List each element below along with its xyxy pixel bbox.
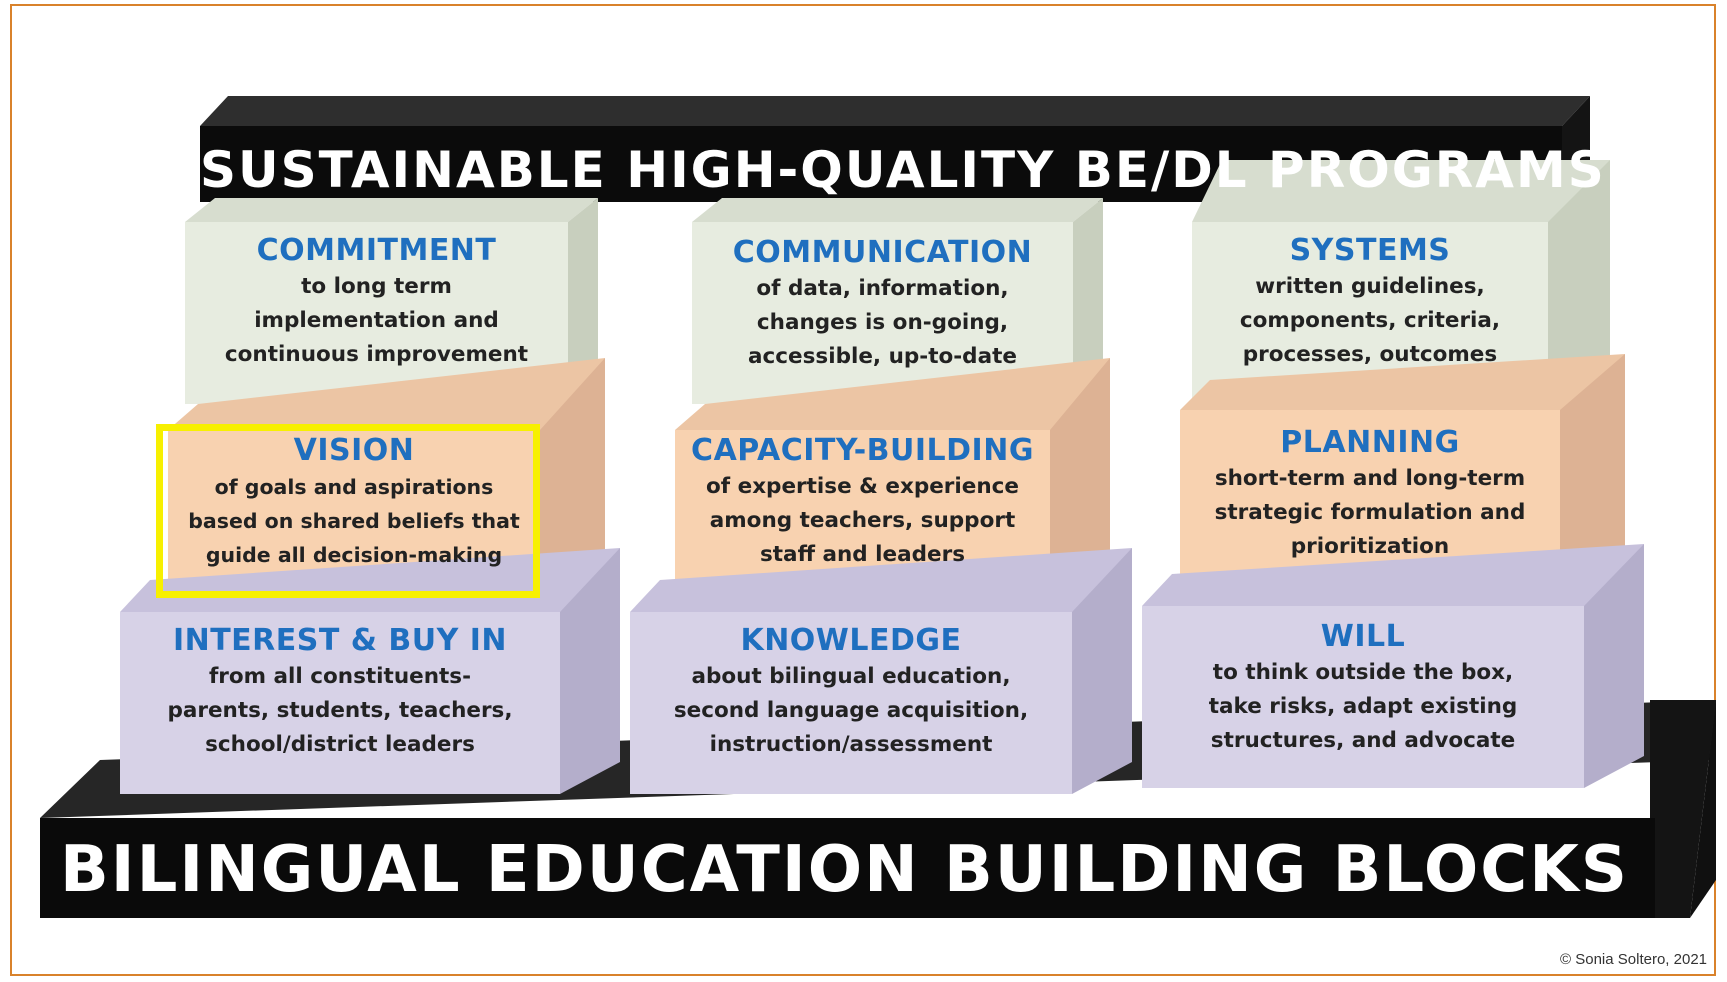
block-line: to long term (301, 274, 452, 299)
block-vision: VISION of goals and aspirations based on… (168, 432, 540, 572)
block-line: staff and leaders (759, 542, 965, 567)
block-line: of data, information, (756, 276, 1009, 301)
block-systems-shape (1192, 160, 1610, 404)
block-line: among teachers, support (709, 508, 1016, 533)
block-title: COMMITMENT (256, 233, 497, 268)
block-description: short-term and long-term strategic formu… (1215, 462, 1526, 564)
block-title: VISION (293, 433, 415, 468)
block-knowledge: KNOWLEDGE about bilingual education, sec… (630, 622, 1072, 762)
block-title: INTEREST & BUY IN (172, 623, 508, 658)
block-title: COMMUNICATION (732, 235, 1033, 270)
block-title: SYSTEMS (1289, 233, 1451, 268)
block-knowledge-shape (630, 548, 1132, 794)
block-description: to long term implementation and continuo… (225, 270, 528, 372)
block-line: processes, outcomes (1242, 342, 1498, 367)
block-line: accessible, up-to-date (748, 344, 1017, 369)
block-line: to think outside the box, (1212, 660, 1514, 685)
block-line: components, criteria, (1239, 308, 1501, 333)
block-planning: PLANNING short-term and long-term strate… (1180, 424, 1560, 564)
block-line: prioritization (1290, 534, 1450, 559)
block-title: WILL (1320, 619, 1406, 654)
block-line: about bilingual education, (691, 664, 1011, 689)
block-will-shape (1142, 544, 1644, 788)
block-line: continuous improvement (224, 342, 529, 367)
block-line: written guidelines, (1255, 274, 1485, 299)
block-line: short-term and long-term (1214, 466, 1526, 491)
block-commitment: COMMITMENT to long term implementation a… (185, 232, 568, 372)
block-description: of data, information, changes is on-goin… (748, 272, 1017, 374)
block-line: take risks, adapt existing (1208, 694, 1518, 719)
block-will: WILL to think outside the box, take risk… (1142, 618, 1584, 758)
block-description: from all constituents- parents, students… (167, 660, 512, 762)
block-line: based on shared beliefs that (188, 509, 520, 533)
block-line: changes is on-going, (756, 310, 1009, 335)
copyright-notice: © Sonia Soltero, 2021 (1560, 951, 1707, 968)
block-description: about bilingual education, second langua… (674, 660, 1028, 762)
block-line: instruction/assessment (709, 732, 993, 757)
block-systems: SYSTEMS written guidelines, components, … (1192, 232, 1548, 372)
block-line: strategic formulation and (1214, 500, 1526, 525)
block-description: of goals and aspirations based on shared… (188, 470, 520, 572)
block-description: to think outside the box, take risks, ad… (1209, 656, 1518, 758)
block-title: PLANNING (1280, 425, 1460, 460)
bottom-banner-title: BILINGUAL EDUCATION BUILDING BLOCKS (60, 833, 1629, 907)
block-line: structures, and advocate (1210, 728, 1516, 753)
top-banner-title: SUSTAINABLE HIGH-QUALITY BE/DL PROGRAMS (200, 141, 1606, 199)
block-line: implementation and (254, 308, 499, 333)
block-title: CAPACITY-BUILDING (691, 433, 1034, 468)
block-line: guide all decision-making (205, 543, 503, 567)
block-title: KNOWLEDGE (740, 623, 962, 658)
block-line: school/district leaders (205, 732, 475, 757)
block-line: parents, students, teachers, (167, 698, 513, 723)
block-capacity-building: CAPACITY-BUILDING of expertise & experie… (675, 432, 1050, 572)
block-line: of goals and aspirations (214, 475, 494, 499)
block-communication: COMMUNICATION of data, information, chan… (692, 234, 1073, 374)
block-description: of expertise & experience among teachers… (706, 470, 1019, 572)
block-line: of expertise & experience (706, 474, 1019, 499)
block-line: from all constituents- (208, 664, 472, 689)
block-description: written guidelines, components, criteria… (1240, 270, 1500, 372)
block-communication-shape (692, 198, 1103, 404)
block-interest-buy-in: INTEREST & BUY IN from all constituents-… (120, 622, 560, 762)
block-line: second language acquisition, (673, 698, 1029, 723)
